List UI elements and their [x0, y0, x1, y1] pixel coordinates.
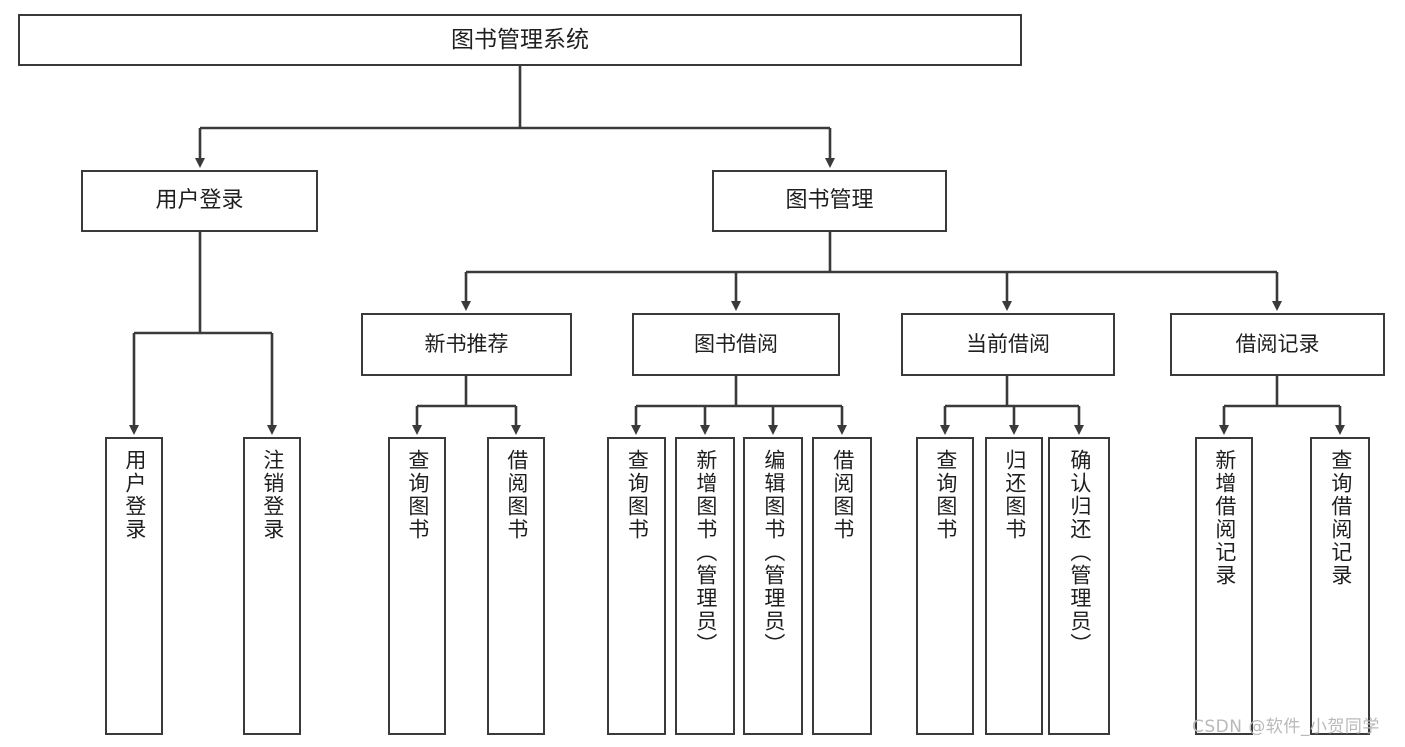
node-borrow-record[interactable]: 借阅记录 — [1170, 313, 1385, 376]
node-leaf-query-book-1[interactable]: 查询图书 — [388, 437, 446, 735]
node-new-book-rec-label: 新书推荐 — [424, 331, 509, 356]
node-leaf-user-logout[interactable]: 注销登录 — [243, 437, 301, 735]
node-leaf-query-book-2-label: 查询图书 — [625, 449, 650, 541]
node-leaf-edit-book-label: 编辑图书（管理员） — [761, 449, 786, 656]
node-leaf-query-book-2[interactable]: 查询图书 — [607, 437, 666, 735]
node-book-borrow[interactable]: 图书借阅 — [632, 313, 840, 376]
node-leaf-borrow-book-2[interactable]: 借阅图书 — [812, 437, 872, 735]
node-leaf-add-record[interactable]: 新增借阅记录 — [1195, 437, 1253, 735]
node-leaf-confirm-return-label: 确认归还（管理员） — [1067, 449, 1092, 656]
node-leaf-borrow-book-1[interactable]: 借阅图书 — [487, 437, 545, 735]
node-leaf-user-logout-label: 注销登录 — [260, 449, 285, 541]
node-user-login[interactable]: 用户登录 — [81, 170, 318, 232]
node-book-borrow-label: 图书借阅 — [694, 331, 778, 356]
csdn-watermark: CSDN @软件_小贺同学 — [1192, 717, 1380, 737]
node-leaf-query-book-3-label: 查询图书 — [933, 449, 958, 541]
node-leaf-add-book-label: 新增图书（管理员） — [693, 449, 718, 656]
node-leaf-return-book-label: 归还图书 — [1002, 449, 1027, 541]
node-current-borrow[interactable]: 当前借阅 — [901, 313, 1115, 376]
node-leaf-user-login[interactable]: 用户登录 — [105, 437, 163, 735]
node-user-login-label: 用户登录 — [155, 187, 244, 213]
node-leaf-edit-book[interactable]: 编辑图书（管理员） — [743, 437, 803, 735]
node-current-borrow-label: 当前借阅 — [966, 331, 1050, 356]
node-leaf-query-book-1-label: 查询图书 — [405, 449, 430, 541]
node-leaf-borrow-book-1-label: 借阅图书 — [504, 449, 529, 541]
node-leaf-user-login-label: 用户登录 — [122, 449, 147, 541]
node-borrow-record-label: 借阅记录 — [1235, 331, 1320, 356]
node-leaf-confirm-return[interactable]: 确认归还（管理员） — [1048, 437, 1110, 735]
node-leaf-query-book-3[interactable]: 查询图书 — [916, 437, 974, 735]
node-root-label: 图书管理系统 — [451, 26, 589, 53]
node-leaf-query-record-label: 查询借阅记录 — [1328, 449, 1353, 587]
node-leaf-borrow-book-2-label: 借阅图书 — [830, 449, 855, 541]
node-new-book-rec[interactable]: 新书推荐 — [361, 313, 572, 376]
node-book-manage[interactable]: 图书管理 — [712, 170, 947, 232]
node-leaf-query-record[interactable]: 查询借阅记录 — [1310, 437, 1370, 735]
node-book-manage-label: 图书管理 — [785, 187, 874, 213]
node-leaf-return-book[interactable]: 归还图书 — [985, 437, 1043, 735]
node-root[interactable]: 图书管理系统 — [18, 14, 1022, 66]
node-leaf-add-book[interactable]: 新增图书（管理员） — [675, 437, 735, 735]
node-leaf-add-record-label: 新增借阅记录 — [1212, 449, 1237, 587]
